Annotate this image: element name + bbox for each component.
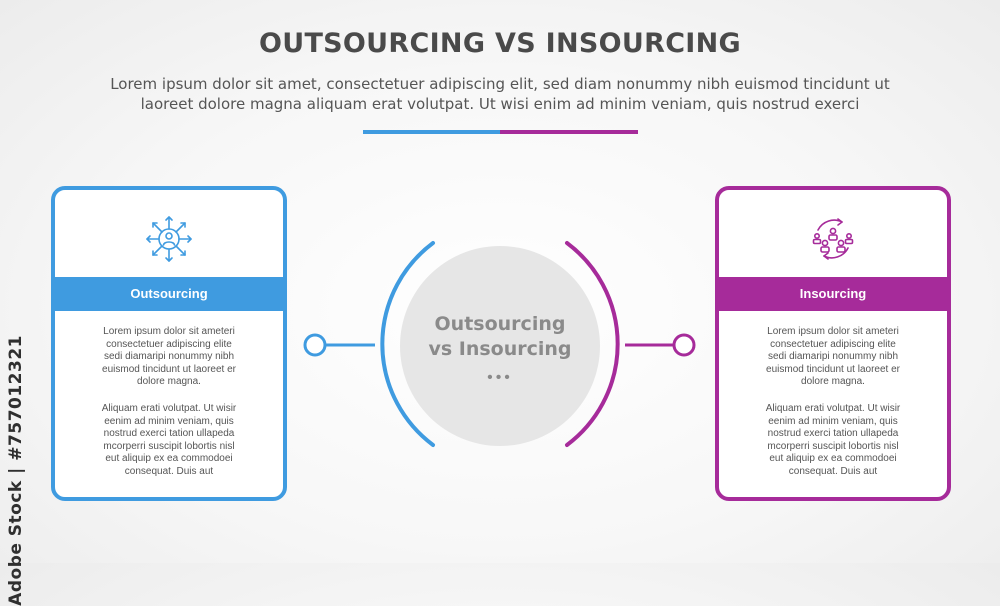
text-line: sedi diamaripi nonummy nibh	[767, 351, 899, 363]
outsourcing-arrows-person-icon	[144, 214, 194, 264]
center-label-line: vs Insourcing	[428, 338, 572, 360]
text-line: mcorperri suscipit lobortis nisl	[767, 440, 899, 452]
text-line: euismod tincidunt ut laoreet er	[102, 363, 236, 375]
left-bracket-arc	[380, 241, 435, 447]
outsourcing-description: Lorem ipsum dolor sit ameteri consectetu…	[71, 326, 267, 493]
outsourcing-label: Outsourcing	[55, 277, 283, 311]
text-line: sedi diamaripi nonummy nibh	[103, 351, 235, 363]
subtitle-line: laoreet dolore magna aliquam erat volutp…	[140, 95, 860, 113]
right-bracket-arc	[565, 241, 620, 447]
text-line: Aliquam erati volutpat. Ut wisir	[765, 402, 901, 414]
text-line: eenim ad minim veniam, quis	[104, 415, 234, 427]
insourcing-card: Insourcing Lorem ipsum dolor sit ameteri…	[715, 186, 951, 501]
description-paragraph: Aliquam erati volutpat. Ut wisir eenim a…	[71, 403, 267, 479]
text-line: mcorperri suscipit lobortis nisl	[103, 440, 235, 452]
title-divider-purple	[500, 130, 638, 134]
center-diagram	[303, 241, 696, 447]
description-paragraph: Aliquam erati volutpat. Ut wisir eenim a…	[735, 403, 931, 479]
description-paragraph: Lorem ipsum dolor sit ameteri consectetu…	[735, 326, 931, 389]
text-line: dolore magna.	[137, 376, 201, 388]
text-line: eenim ad minim veniam, quis	[768, 415, 898, 427]
description-paragraph: Lorem ipsum dolor sit ameteri consectetu…	[71, 326, 267, 389]
text-line: Lorem ipsum dolor sit ameteri	[103, 326, 235, 337]
center-label-line: Outsourcing	[434, 313, 566, 335]
text-line: nostrud exerci tation ullapeda	[103, 428, 235, 440]
center-label: Outsourcing vs Insourcing	[400, 312, 600, 362]
page-subtitle: Lorem ipsum dolor sit amet, consectetuer…	[60, 74, 940, 114]
page-title: OUTSOURCING VS INSOURCING	[258, 28, 742, 59]
stock-watermark: Adobe Stock | #757012321	[6, 335, 26, 606]
text-line: consectetuer adipiscing elite	[106, 338, 232, 350]
text-line: euismod tincidunt ut laoreet er	[766, 363, 900, 375]
center-circle	[400, 246, 600, 446]
text-line: Lorem ipsum dolor sit ameteri	[767, 326, 899, 337]
left-connector-node	[303, 333, 327, 357]
text-line: consequat. Duis aut	[788, 465, 878, 477]
right-connector-node	[672, 333, 696, 357]
title-divider-blue	[363, 130, 500, 134]
outsourcing-card: Outsourcing Lorem ipsum dolor sit ameter…	[51, 186, 287, 501]
text-line: consequat. Duis aut	[124, 465, 214, 477]
text-line: dolore magna.	[801, 376, 865, 388]
text-line: nostrud exerci tation ullapeda	[767, 428, 899, 440]
text-line: eut aliquip ex ea commodoei	[105, 453, 233, 465]
insourcing-team-cycle-icon	[808, 214, 858, 264]
text-line: eut aliquip ex ea commodoei	[769, 453, 897, 465]
text-line: Aliquam erati volutpat. Ut wisir	[101, 402, 237, 414]
ellipsis-icon: •••	[487, 369, 513, 386]
insourcing-label: Insourcing	[719, 277, 947, 311]
text-line: consectetuer adipiscing elite	[770, 338, 896, 350]
subtitle-line: Lorem ipsum dolor sit amet, consectetuer…	[110, 75, 890, 93]
insourcing-description: Lorem ipsum dolor sit ameteri consectetu…	[735, 326, 931, 493]
